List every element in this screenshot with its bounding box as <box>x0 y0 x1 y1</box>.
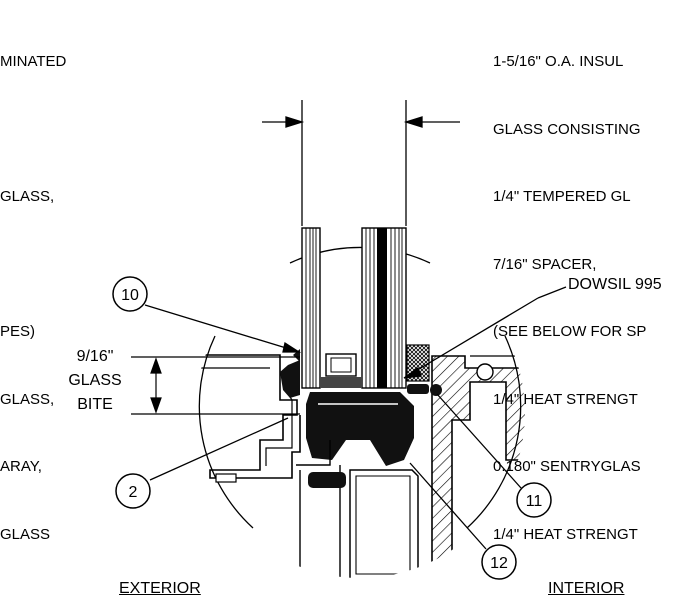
sealant-label: DOWSIL 995 <box>568 276 662 293</box>
callout-number: 12 <box>490 555 508 572</box>
glass-spec-notes-right: 1-5/16" O.A. INSUL GLASS CONSISTING 1/4"… <box>493 6 696 569</box>
note-line: 0.180" SENTRYGLAS <box>493 458 641 475</box>
glass-bite-label: BITE <box>77 396 113 413</box>
glass-lites <box>301 227 407 389</box>
glass-bite-dimension <box>131 356 300 415</box>
note-line: MINATED <box>0 53 67 70</box>
note-line: 1/4" TEMPERED GL <box>493 188 631 205</box>
interior-label: INTERIOR <box>548 580 625 597</box>
exterior-label: EXTERIOR <box>119 580 201 597</box>
glass-bite-value: 9/16" <box>76 348 114 365</box>
callout-11: 11 <box>516 482 552 518</box>
callout-leaders <box>144 286 567 550</box>
callout-10: 10 <box>112 276 148 312</box>
note-line: GLASS CONSISTING <box>493 120 641 138</box>
note-line: 1/4" HEAT STRENGT <box>493 525 638 543</box>
note-line: GLASS, <box>0 390 55 408</box>
glass-spec-notes-left: MINATED GLASS, PES) GLASS, ARAY, GLASS <box>0 6 130 569</box>
note-line: PES) <box>0 323 36 340</box>
callout-2: 2 <box>115 473 151 509</box>
callout-number: 10 <box>121 287 139 304</box>
callout-12: 12 <box>481 544 517 580</box>
glass-bite-label: GLASS <box>68 372 122 389</box>
note-line: GLASS <box>0 525 51 543</box>
note-line: 7/16" SPACER, <box>493 255 597 273</box>
note-line: (SEE BELOW FOR SP <box>493 323 647 340</box>
note-line: ARAY, <box>0 458 42 475</box>
note-line: 1-5/16" O.A. INSUL <box>493 53 624 70</box>
callout-number: 2 <box>129 484 138 501</box>
note-line: GLASS, <box>0 188 55 205</box>
overall-thickness-dimension <box>262 100 460 226</box>
callout-number: 11 <box>526 493 543 510</box>
